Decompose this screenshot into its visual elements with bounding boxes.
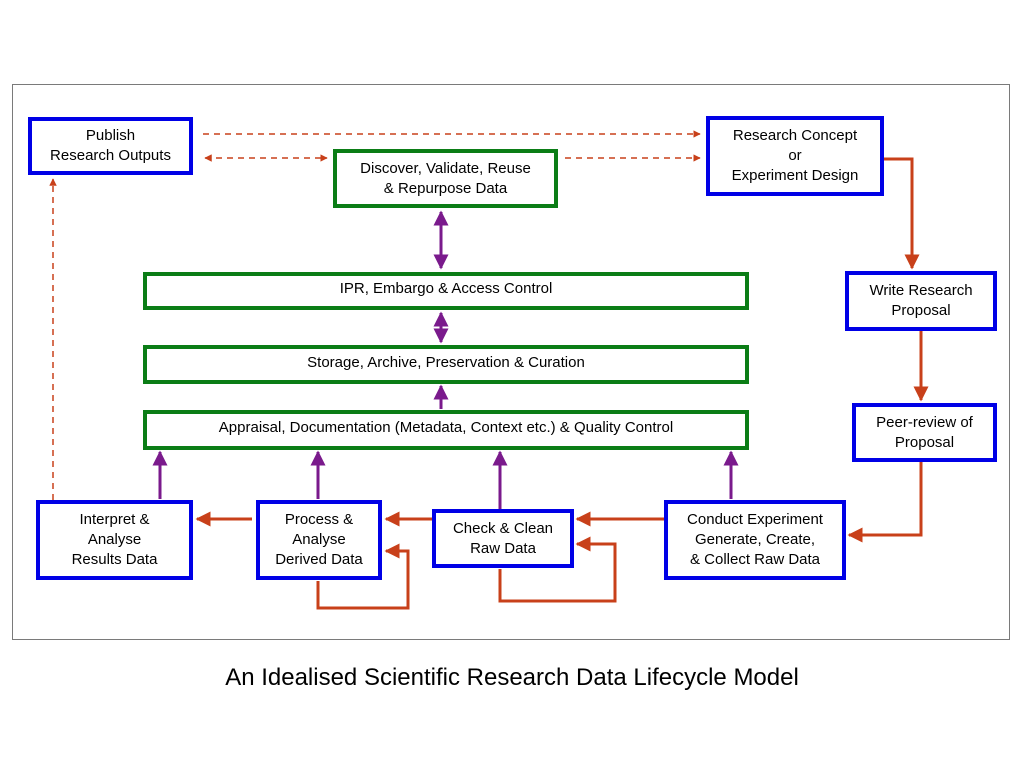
- node-storage-label: Storage, Archive, Preservation & Curatio…: [307, 353, 585, 371]
- diagram-caption: An Idealised Scientific Research Data Li…: [225, 664, 799, 691]
- node-proposal-label: Write Research Proposal: [869, 282, 973, 319]
- arrow-peer-to-conduct: [847, 461, 923, 543]
- node-concept-label: Research Concept or Experiment Design: [731, 127, 859, 184]
- node-peer-review: Peer-review of Proposal: [852, 403, 997, 462]
- arrow-concept-to-proposal: [883, 157, 920, 270]
- node-check-clean-raw: Check & Clean Raw Data: [432, 509, 574, 568]
- diagram-frame: [12, 84, 1010, 640]
- node-process-analyse: Process & Analyse Derived Data: [256, 500, 382, 580]
- node-conduct-experiment: Conduct Experiment Generate, Create, & C…: [664, 500, 846, 580]
- node-peer-label: Peer-review of Proposal: [876, 413, 973, 451]
- node-discover-validate-reuse: Discover, Validate, Reuse & Repurpose Da…: [333, 149, 558, 208]
- node-research-concept: Research Concept or Experiment Design: [706, 116, 884, 196]
- node-appraisal-documentation: Appraisal, Documentation (Metadata, Cont…: [143, 410, 749, 450]
- node-publish-research-outputs: Publish Research Outputs: [28, 117, 193, 175]
- node-discover-label: Discover, Validate, Reuse & Repurpose Da…: [360, 159, 531, 197]
- node-ipr-label: IPR, Embargo & Access Control: [339, 280, 553, 297]
- node-appraisal-label: Appraisal, Documentation (Metadata, Cont…: [218, 419, 674, 436]
- node-write-research-proposal: Write Research Proposal: [845, 271, 997, 331]
- loop-process-analyse: [316, 543, 410, 610]
- node-publish-label: Publish Research Outputs: [50, 127, 171, 164]
- loop-check-clean: [498, 536, 617, 603]
- node-conduct-label: Conduct Experiment Generate, Create, & C…: [687, 511, 823, 568]
- node-process-label: Process & Analyse Derived Data: [275, 511, 363, 568]
- node-ipr-embargo-access: IPR, Embargo & Access Control: [143, 272, 749, 310]
- node-interpret-label: Interpret & Analyse Results Data: [71, 511, 158, 568]
- node-check-label: Check & Clean Raw Data: [452, 519, 554, 557]
- node-interpret-analyse: Interpret & Analyse Results Data: [36, 500, 193, 580]
- node-storage-archive-preservation: Storage, Archive, Preservation & Curatio…: [143, 345, 749, 384]
